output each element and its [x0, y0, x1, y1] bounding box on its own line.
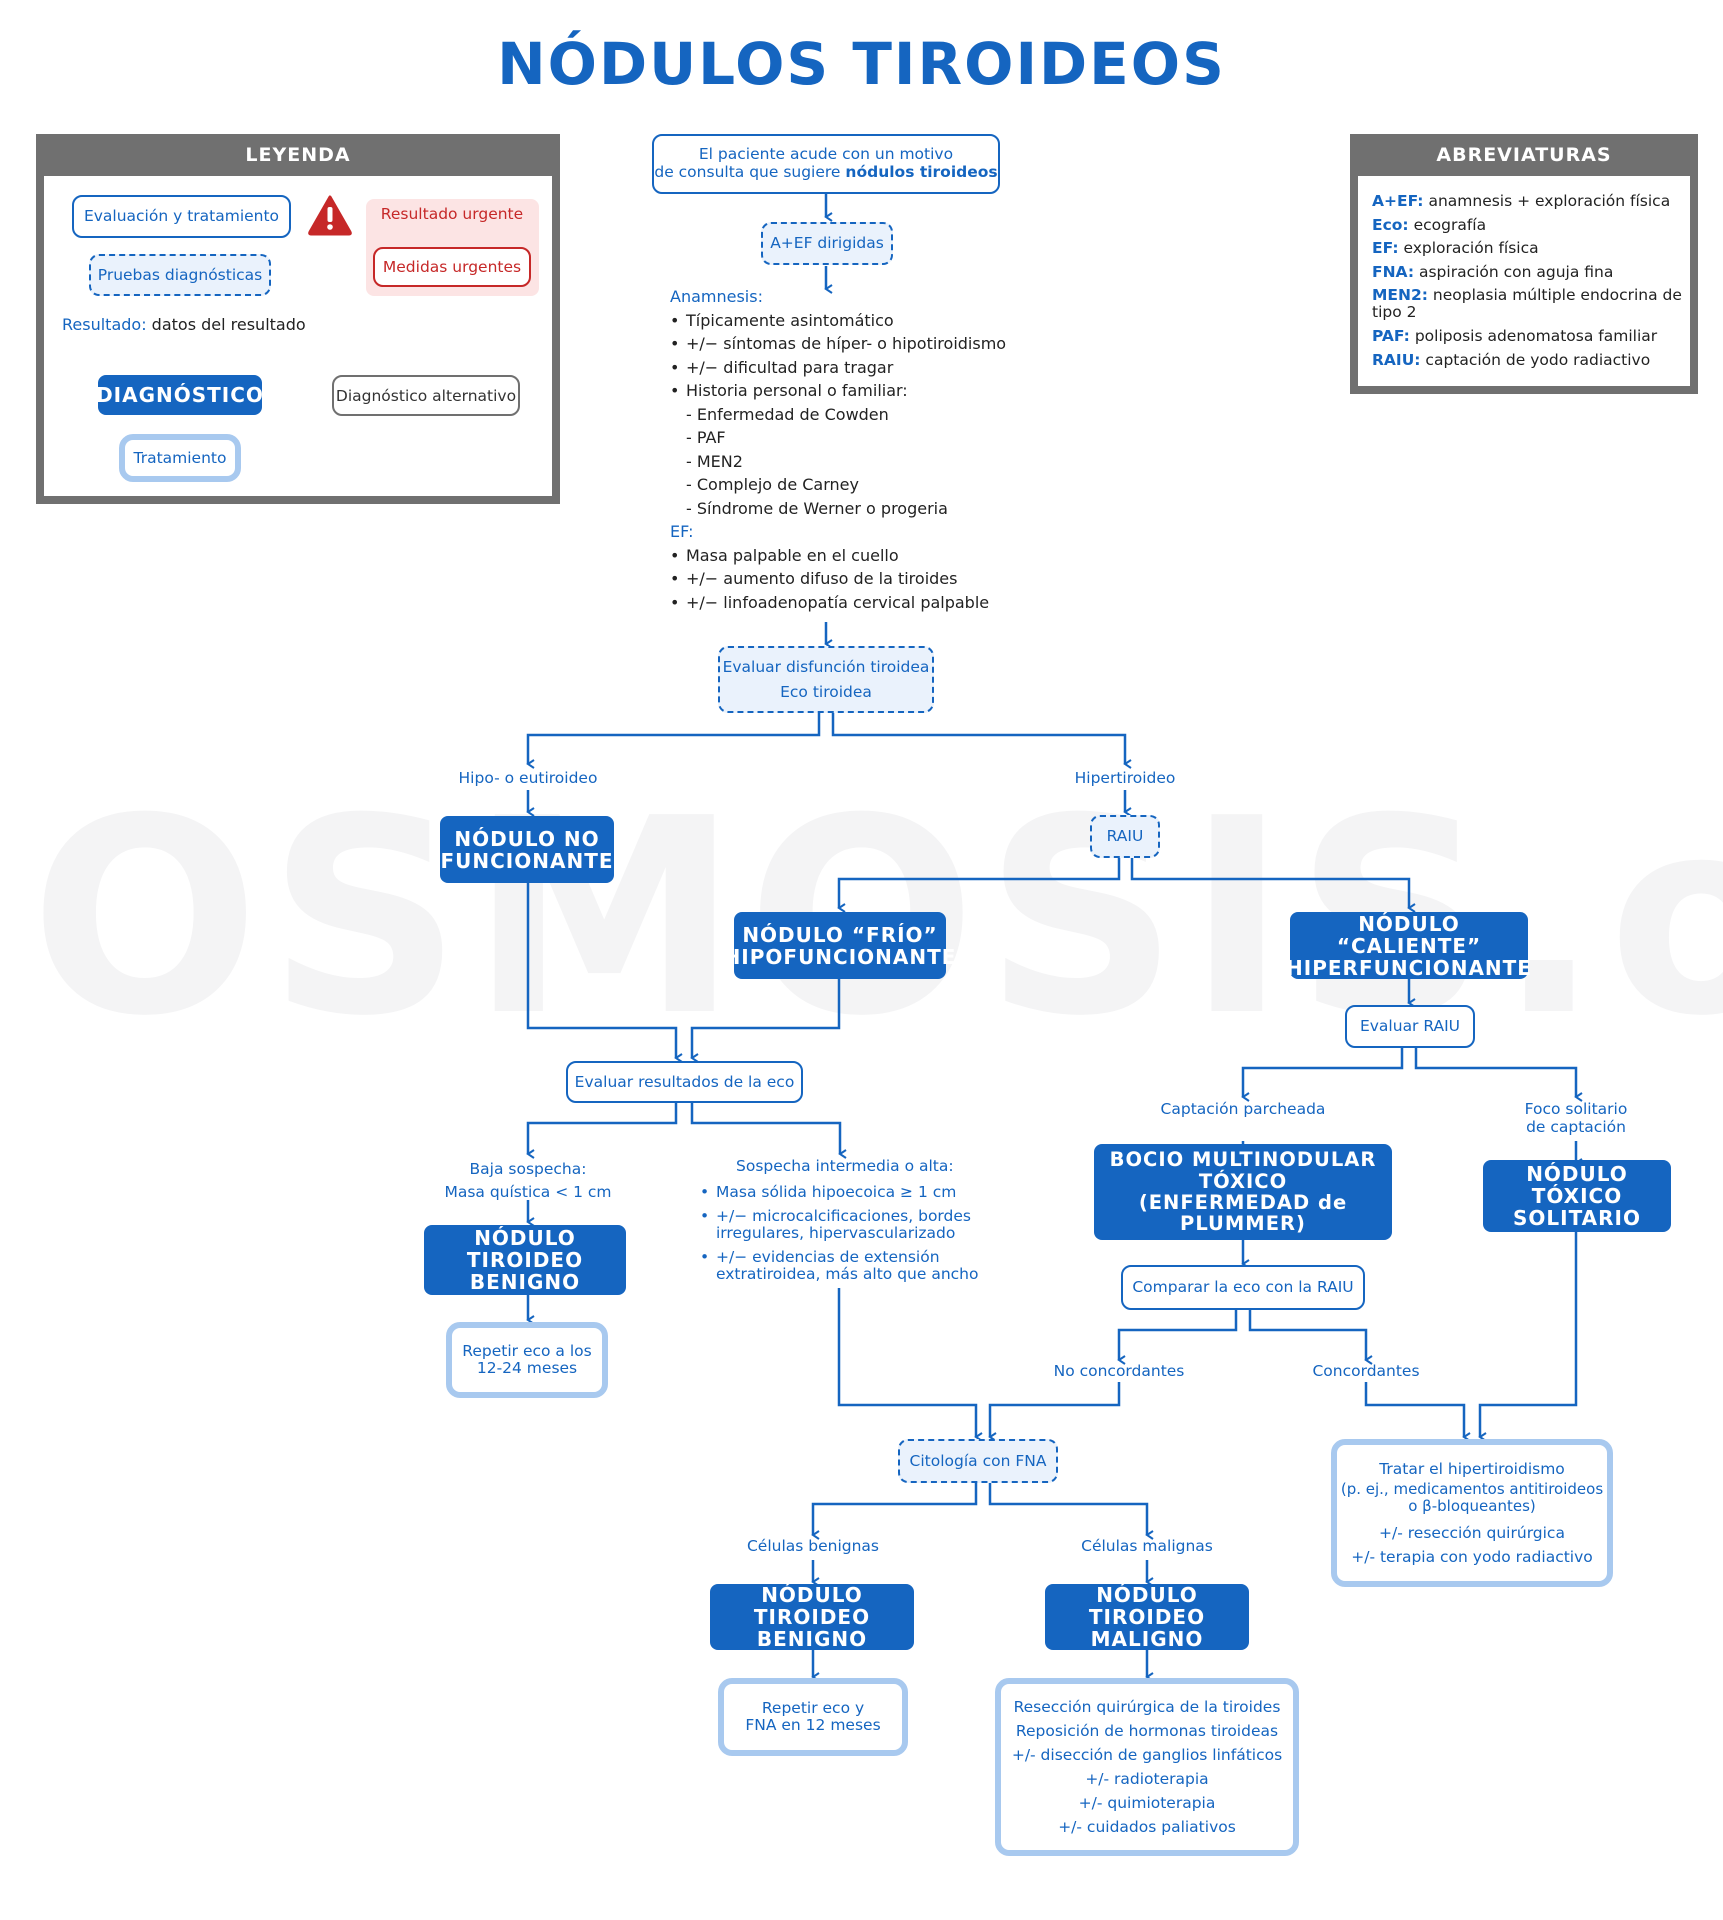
- treat-malignant-line: Resección quirúrgica de la tiroides: [1013, 1697, 1281, 1716]
- eval-dysfunction-box: Evaluar disfunción tiroidea Eco tiroidea: [718, 646, 934, 713]
- legend-title: LEYENDA: [245, 144, 351, 166]
- treat-hyper-line: Tratar el hipertiroidismo: [1379, 1459, 1565, 1478]
- abbreviations-list: A+EF: anamnesis + exploración física Eco…: [1372, 190, 1682, 372]
- list-item: +/− evidencias de extensión extratiroide…: [700, 1248, 990, 1283]
- treat-malignant-line: +/- cuidados paliativos: [1058, 1818, 1236, 1837]
- aef-box: A+EF dirigidas: [761, 222, 893, 265]
- list-item: - Síndrome de Werner o progeria: [686, 498, 948, 518]
- abbreviations-title: ABREVIATURAS: [1436, 144, 1612, 166]
- legend-result-text: datos del resultado: [151, 315, 306, 334]
- anamnesis-list: Típicamente asintomático +/− síntomas de…: [670, 309, 1030, 403]
- legend-urgent-measures-box: Medidas urgentes: [373, 247, 531, 287]
- malignant-cells-label: Células malignas: [1081, 1537, 1213, 1555]
- start-line-1: El paciente acude con un motivo: [698, 145, 954, 164]
- list-item: Típicamente asintomático: [670, 309, 1030, 333]
- eval-us-box: Evaluar resultados de la eco: [566, 1061, 803, 1103]
- list-item: Masa sólida hipoecoica ≥ 1 cm: [700, 1183, 990, 1201]
- treat-malignant-line: +/- radioterapia: [1085, 1770, 1209, 1788]
- list-item: - Complejo de Carney: [686, 475, 859, 494]
- anamnesis-header: Anamnesis:: [670, 287, 763, 306]
- legend-result-label: Resultado:: [62, 315, 147, 334]
- legend-result-line: Resultado: datos del resultado: [62, 313, 322, 337]
- list-item: - Enfermedad de Cowden: [686, 404, 889, 424]
- list-item: +/− dificultad para tragar: [670, 356, 1030, 380]
- list-item: - MEN2: [686, 451, 743, 471]
- start-box: El paciente acude con un motivo de consu…: [652, 134, 1000, 194]
- raiu-box: RAIU: [1090, 815, 1160, 858]
- treat-hyper-line: +/- terapia con yodo radiactivo: [1351, 1548, 1593, 1567]
- treat-malignant-line: Reposición de hormonas tiroideas: [1015, 1721, 1279, 1740]
- ef-list: Masa palpable en el cuello +/− aumento d…: [670, 544, 1030, 615]
- hot-nodule-box: NÓDULO “CALIENTE”HIPERFUNCIONANTE: [1286, 911, 1532, 980]
- legend-eval-treatment-box: Evaluación y tratamiento: [72, 195, 291, 238]
- legend-diagnostic-tests-box: Pruebas diagnósticas: [89, 254, 271, 296]
- abbreviations-body: [1358, 176, 1690, 386]
- patchy-uptake-label: Captación parcheada: [1160, 1100, 1326, 1118]
- treat-hyperthyroidism-box: Tratar el hipertiroidismo (p. ej., medic…: [1331, 1439, 1613, 1587]
- warning-triangle-icon: [308, 194, 352, 236]
- history-list: - Enfermedad de Cowden - PAF - MEN2 - Co…: [670, 403, 1030, 521]
- benign-cells-label: Células benignas: [746, 1537, 880, 1555]
- abbr-item: A+EF: anamnesis + exploración física: [1372, 192, 1671, 210]
- start-line-2: de consulta que sugiere nódulos tiroideo…: [654, 163, 998, 181]
- compare-us-raiu-box: Comparar la eco con la RAIU: [1121, 1265, 1365, 1310]
- concordant-label: Concordantes: [1312, 1362, 1420, 1380]
- clinical-findings: Anamnesis: Típicamente asintomático +/− …: [670, 285, 1030, 614]
- discordant-label: No concordantes: [1053, 1362, 1185, 1380]
- abbr-item: FNA: aspiración con aguja fina: [1372, 262, 1614, 281]
- hyper-label: Hipertiroideo: [1074, 769, 1176, 787]
- list-item: Masa palpable en el cuello: [670, 544, 1030, 568]
- abbr-item: Eco: ecografía: [1372, 215, 1487, 234]
- high-suspicion-list: Masa sólida hipoecoica ≥ 1 cm +/− microc…: [700, 1183, 990, 1283]
- high-suspicion-header: Sospecha intermedia o alta:: [736, 1157, 954, 1175]
- page-title: NÓDULOS TIROIDEOS: [497, 30, 1226, 98]
- high-suspicion-block: Sospecha intermedia o alta: Masa sólida …: [700, 1157, 990, 1290]
- list-item: +/− linfoadenopatía cervical palpable: [670, 591, 1030, 615]
- legend-diagnosis-box: DIAGNÓSTICO: [96, 375, 263, 415]
- treat-hyper-line: (p. ej., medicamentos antitiroideos o β-…: [1340, 1479, 1604, 1515]
- treat-malignant-line: +/- disección de ganglios linfáticos: [1011, 1745, 1283, 1764]
- list-item: Historia personal o familiar:: [670, 379, 1030, 403]
- treat-malignant-box: Resección quirúrgica de la tiroides Repo…: [995, 1678, 1299, 1856]
- low-suspicion-label: Baja sospecha:Masa quística < 1 cm: [444, 1160, 612, 1202]
- abbr-item: MEN2: neoplasia múltiple endocrina de ti…: [1372, 286, 1682, 321]
- fna-cytology-box: Citología con FNA: [898, 1439, 1058, 1483]
- legend-urgent-result: Resultado urgente: [380, 205, 524, 223]
- treat-malignant-line: +/- quimioterapia: [1078, 1794, 1216, 1813]
- list-item: - PAF: [686, 428, 726, 447]
- cold-nodule-box: NÓDULO “FRÍO”HIPOFUNCIONANTE: [724, 912, 955, 979]
- legend-treatment-box: Tratamiento: [119, 434, 241, 482]
- eval-dysfunction-line-1: Evaluar disfunción tiroidea: [722, 658, 930, 677]
- eval-raiu-box: Evaluar RAIU: [1345, 1005, 1475, 1048]
- list-item: +/− síntomas de híper- o hipotiroidismo: [670, 332, 1030, 356]
- treat-hyper-line: +/- resección quirúrgica: [1379, 1524, 1565, 1543]
- abbr-item: EF: exploración física: [1372, 239, 1539, 257]
- list-item: +/− aumento difuso de la tiroides: [670, 567, 1030, 591]
- legend-alt-diagnosis-box: Diagnóstico alternativo: [332, 375, 520, 416]
- list-item: +/− microcalcificaciones, bordes irregul…: [700, 1207, 990, 1242]
- abbreviations-panel: ABREVIATURAS: [1350, 134, 1698, 394]
- ef-header: EF:: [670, 522, 694, 541]
- hypo-eu-label: Hipo- o eutiroideo: [458, 769, 598, 787]
- eval-dysfunction-line-2: Eco tiroidea: [780, 682, 872, 701]
- abbr-item: PAF: poliposis adenomatosa familiar: [1372, 327, 1658, 345]
- abbr-item: RAIU: captación de yodo radiactivo: [1372, 350, 1651, 369]
